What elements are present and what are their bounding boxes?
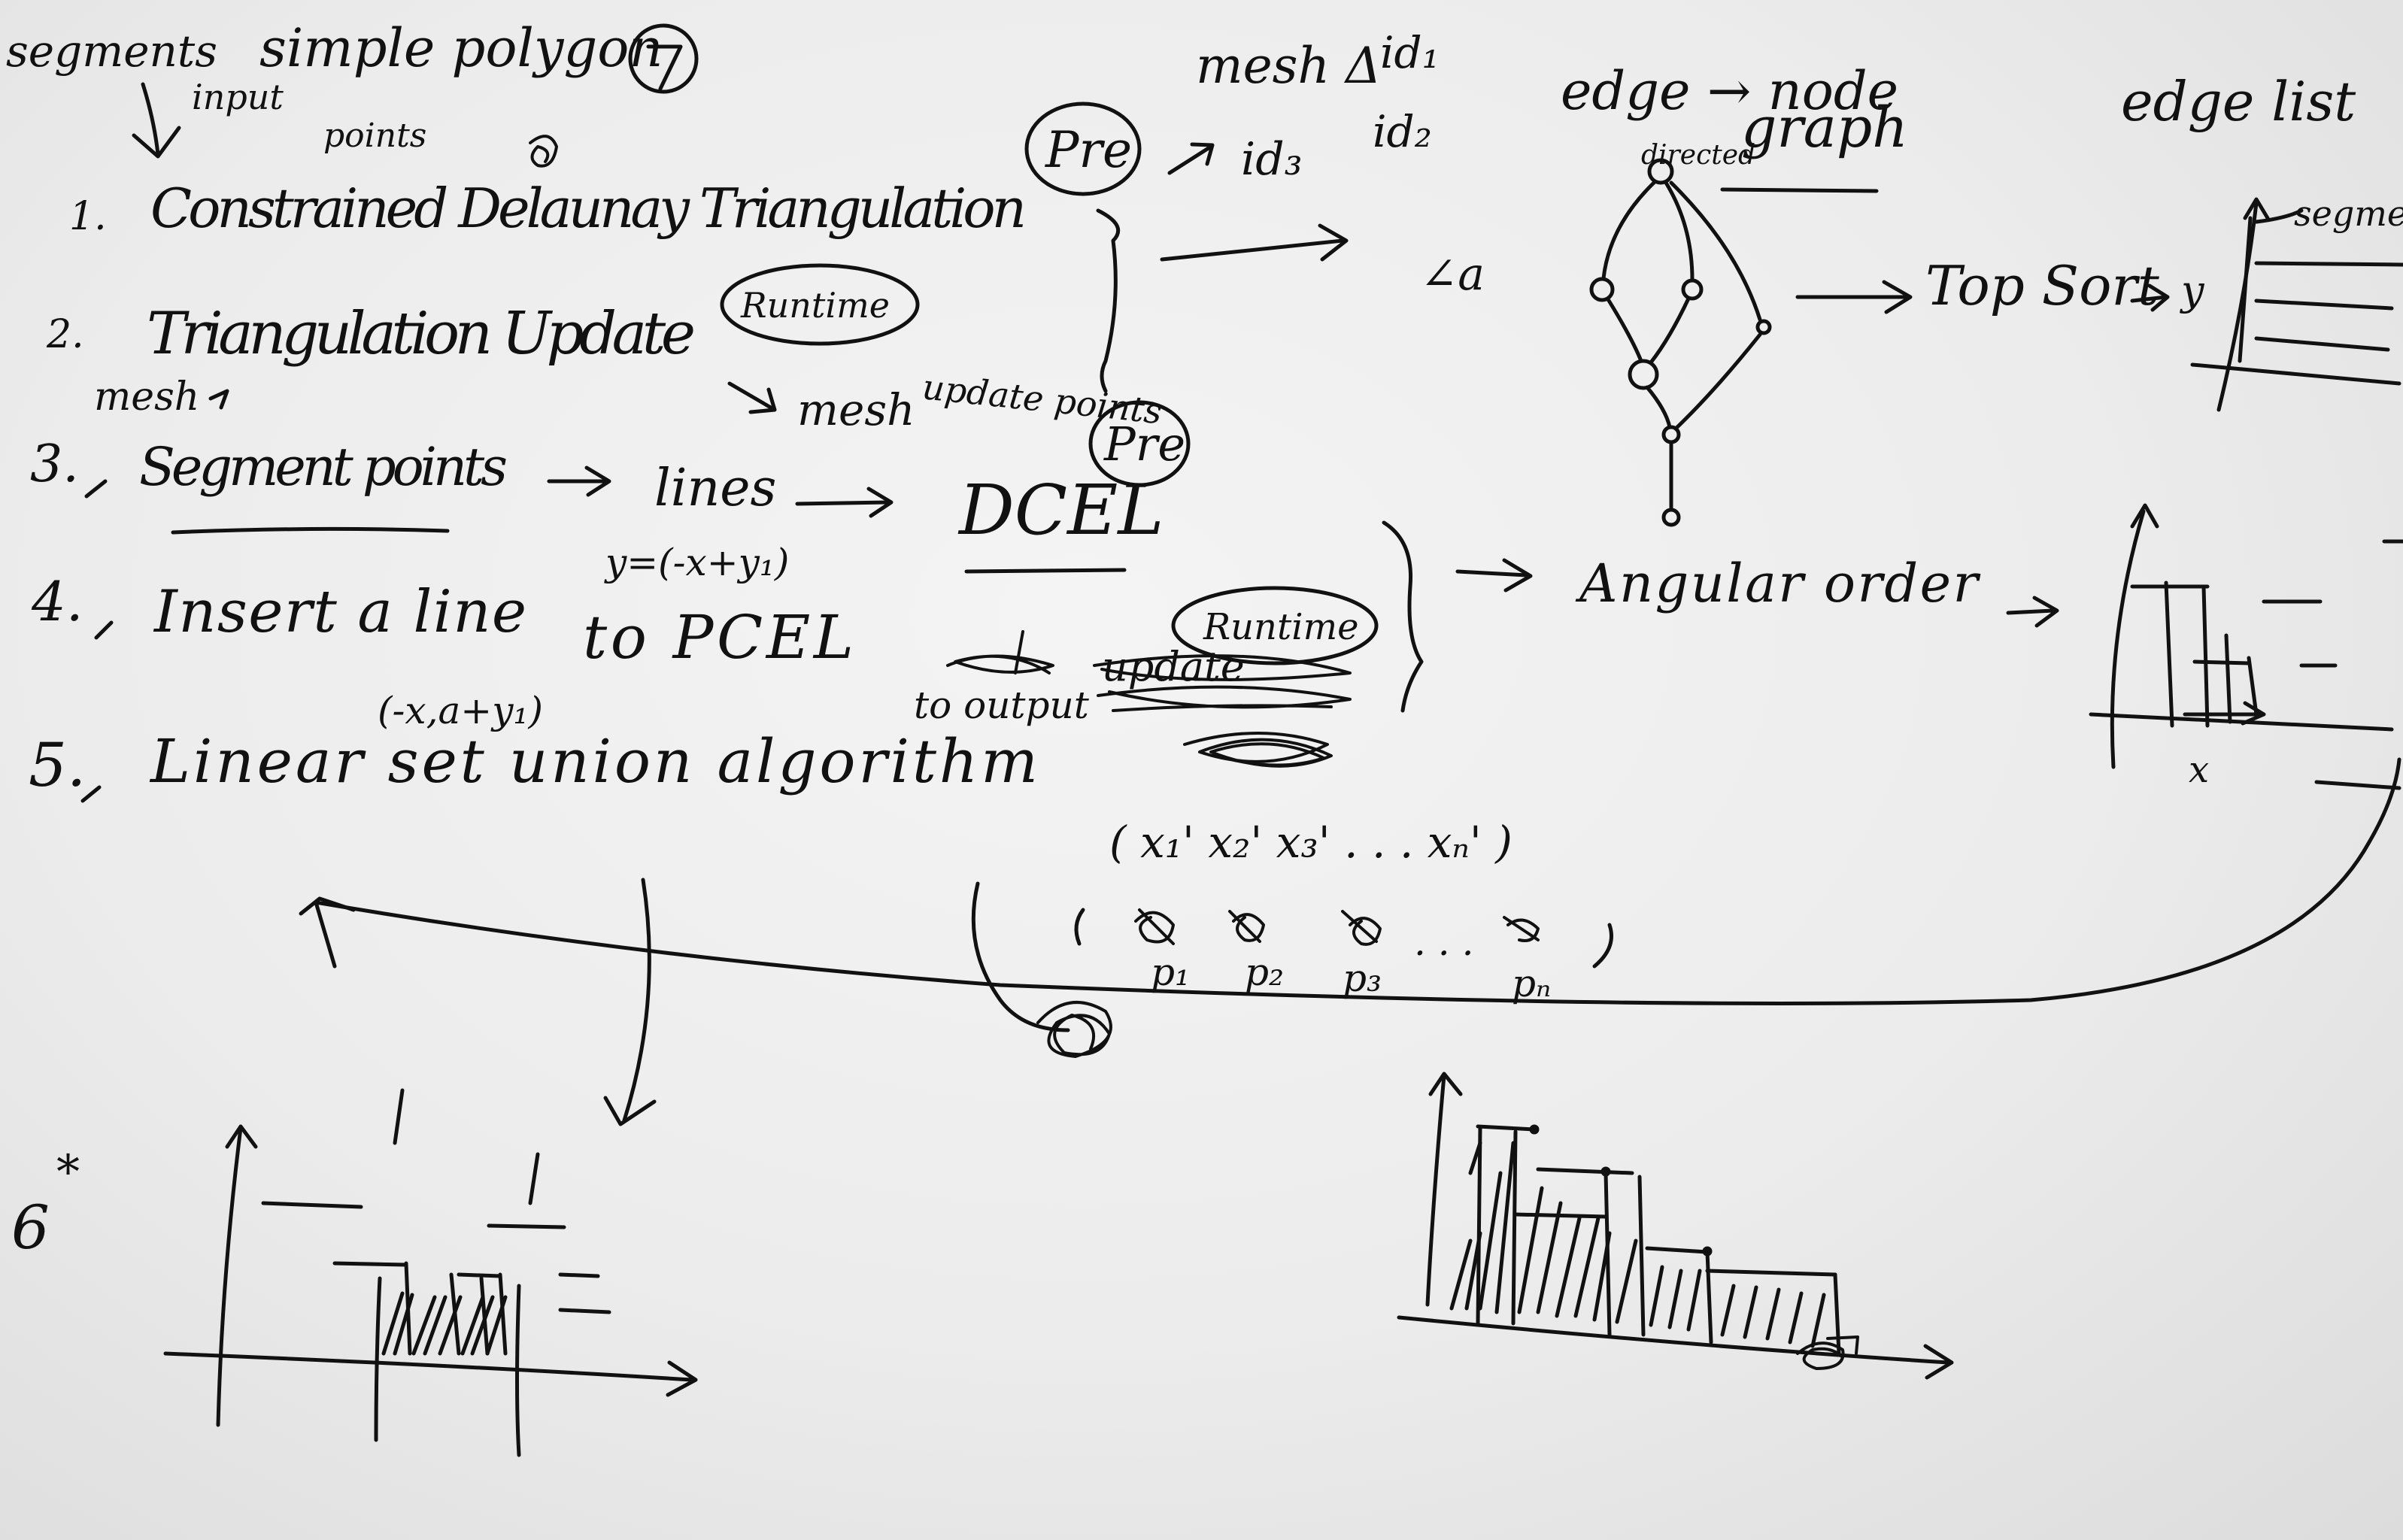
svg-text:Runtime: Runtime: [1203, 606, 1359, 648]
input-label: input: [192, 77, 284, 117]
id1-label: id₁: [1380, 27, 1440, 78]
points-label: points: [323, 117, 426, 155]
dcel-underline: [964, 568, 1127, 574]
edge-list-chart: [2190, 197, 2403, 412]
directed-label: directed: [1641, 140, 1755, 171]
segment-label: segment: [2294, 193, 2403, 234]
step-6-star: *: [56, 1144, 80, 1199]
top-sort-label: Top Sort: [1925, 254, 2160, 317]
svg-text:Runtime: Runtime: [740, 285, 890, 326]
edge-node-label: edge → node: [1561, 60, 1898, 122]
p3-label: p₃: [1343, 956, 1382, 1000]
step-3-number: 3.: [30, 435, 79, 494]
pn-label: pₙ: [1512, 962, 1551, 1005]
step-3-text: Segment points: [139, 436, 508, 498]
step-6-number: 6: [11, 1193, 50, 1263]
brace-pre: [1096, 208, 1121, 393]
step-2-number: 2.: [46, 312, 84, 357]
simple-polygon-label: simple polygon: [259, 17, 663, 79]
id2-label: id₂: [1373, 106, 1432, 157]
scribble-blob: [529, 135, 558, 168]
strike-scribble-1: [946, 630, 1054, 675]
angular-order-label: Angular order: [1575, 553, 1981, 614]
graph-label: graph: [1741, 95, 1908, 160]
mesh-arrow-label: mesh: [94, 374, 199, 420]
runtime-badge-2: Runtime: [1171, 586, 1379, 665]
svg-text:Pre: Pre: [1103, 417, 1185, 471]
runtime-badge-1: Runtime: [720, 263, 920, 346]
update-strike-label: update: [1102, 643, 1245, 690]
segments-label: segments: [6, 26, 217, 77]
eq-line-label: y=(-x+y₁): [604, 541, 789, 584]
step-5-text: Linear set union algorithm: [149, 726, 1038, 796]
step-1-text: Constrained Delaunay Triangulation: [150, 177, 1027, 240]
x-axis-label-angular: x: [2189, 749, 2209, 791]
hook-curve: [971, 881, 1070, 1032]
p-sequence: [1074, 908, 1613, 969]
pre-badge-1: Pre: [1024, 102, 1142, 196]
dcel-label: DCEL: [957, 470, 1164, 550]
p2-label: p₂: [1245, 950, 1284, 994]
mesh-tri-label: mesh Δ: [1196, 37, 1382, 95]
x-sequence-label: ( x₁' x₂' x₃' . . . xₙ' ): [1109, 817, 1512, 868]
directed-graph: [1589, 158, 1772, 527]
brace-runtime: [1382, 520, 1424, 713]
to-output-label: to output: [914, 684, 1090, 727]
angular-order-chart: [2089, 503, 2403, 790]
strike-scribble-2: [1183, 732, 1333, 768]
long-connector-curve: [314, 757, 2401, 1005]
step-5-number: 5.: [29, 730, 86, 800]
pre-badge-2: Pre: [1088, 400, 1191, 487]
step-4-number: 4.: [31, 570, 83, 633]
input-arrow: [132, 82, 181, 159]
svg-text:Pre: Pre: [1045, 121, 1132, 179]
step-2-text: Triangulation Update: [147, 300, 696, 368]
seq-dots: . . .: [1414, 920, 1473, 964]
step-3-underline: [171, 526, 450, 535]
arrow-mesh-label: mesh: [797, 384, 915, 435]
to-pcel-label: to PCEL: [583, 602, 854, 672]
p1-label: p₁: [1151, 950, 1190, 994]
rotate-icon: [628, 23, 699, 94]
step-1-number: 1.: [69, 194, 107, 239]
step-chart-bottom-right: [1397, 1072, 1954, 1380]
mesh-arrow: [727, 381, 777, 414]
graph-underline: [1720, 187, 1879, 193]
angle-a-label: ∠a: [1420, 248, 1485, 301]
id3-label: id₃: [1241, 133, 1303, 186]
lines-label: lines: [654, 459, 776, 518]
neg-point-label: (-x,a+y₁): [378, 689, 543, 732]
scribble-bottom-left: [1036, 1001, 1112, 1058]
step-6-chart: [163, 1088, 698, 1457]
edge-list-label: edge list: [2121, 70, 2356, 133]
step-4-text: Insert a line: [153, 578, 526, 646]
y-axis-label-top: y: [2180, 267, 2205, 314]
down-arrow: [603, 878, 657, 1126]
